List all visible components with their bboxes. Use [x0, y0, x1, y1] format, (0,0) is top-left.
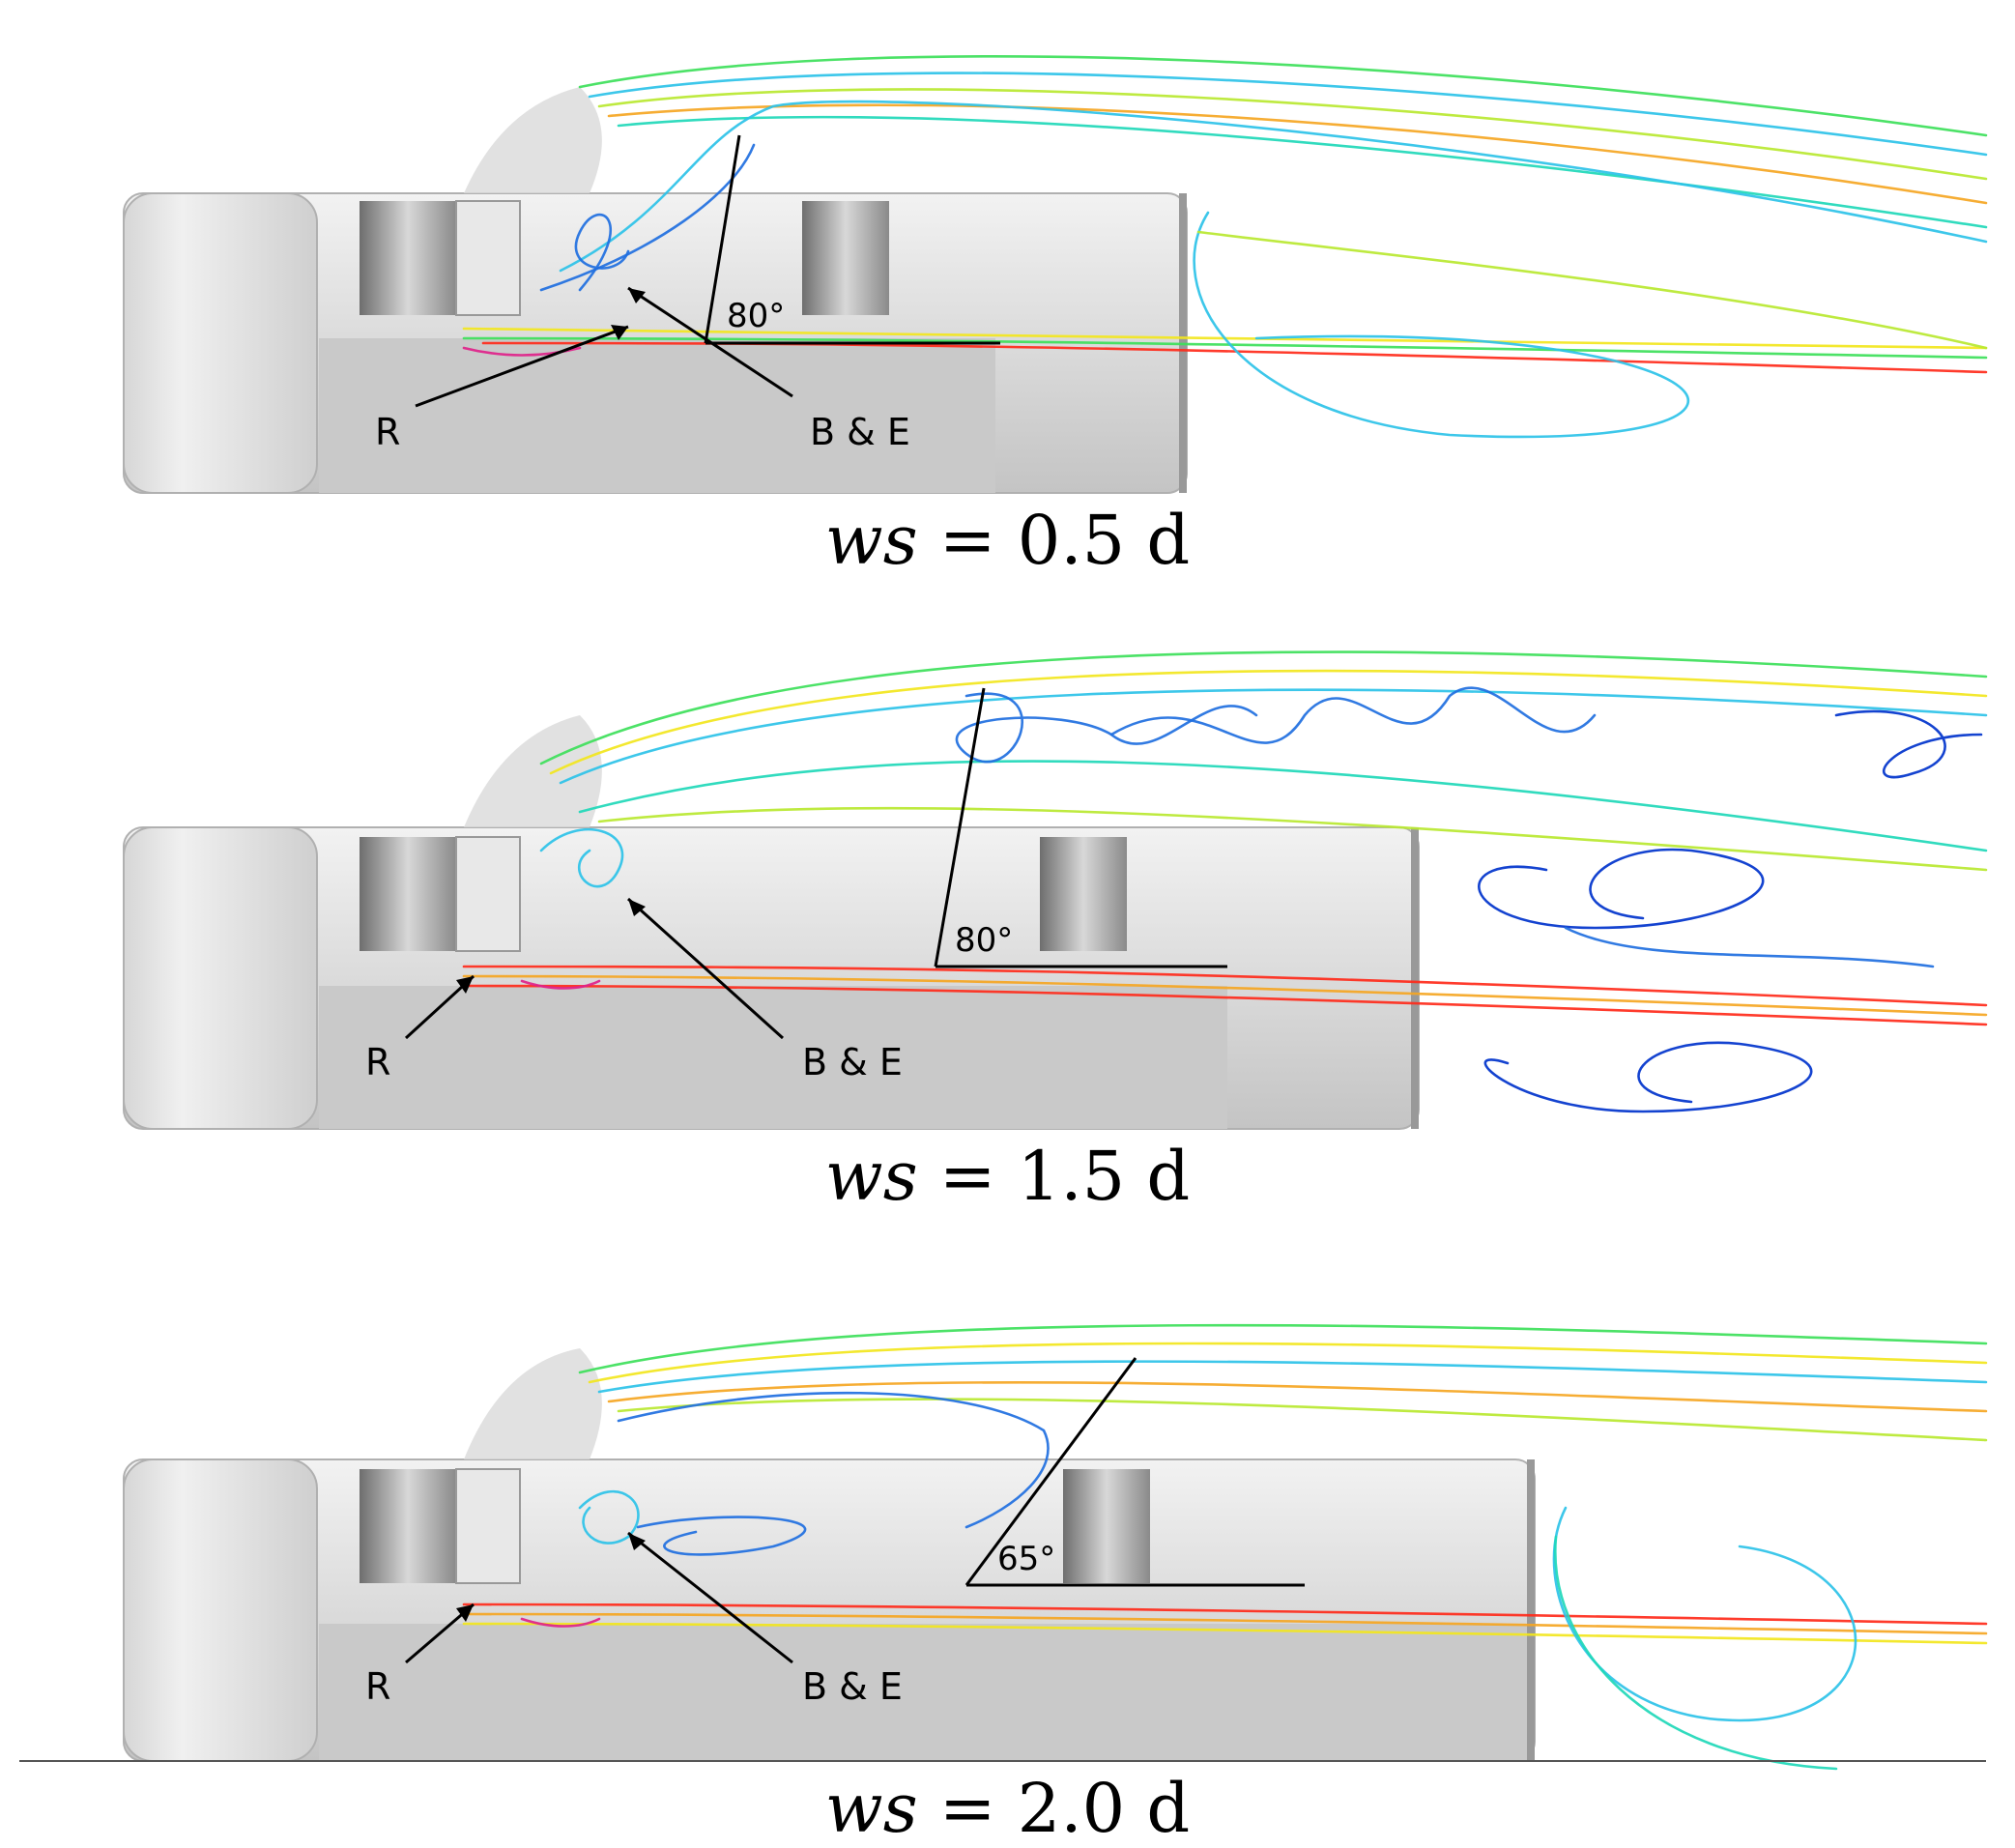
angle-label: 65° [997, 1540, 1055, 1578]
angle-marker: 80° [934, 687, 1227, 968]
label-r: R [365, 1665, 390, 1708]
streamlines [462, 1323, 1988, 1771]
caption-panel-2: ws = 1.5 d [0, 1137, 2015, 1216]
annotations: R B & E [365, 897, 903, 1083]
caption-var: ws [824, 501, 918, 580]
streamlines [462, 650, 1988, 1113]
label-b-and-e: B & E [802, 1041, 903, 1083]
caption-value: = 2.0 d [917, 1769, 1191, 1848]
angle-label: 80° [727, 297, 785, 335]
caption-var: ws [824, 1769, 918, 1848]
vehicle-body [123, 87, 1188, 494]
angle-marker: 65° [964, 1357, 1305, 1587]
panel-ws-2-0d: 65° R B & E [123, 1323, 1988, 1771]
caption-value: = 0.5 d [917, 501, 1191, 580]
label-r: R [365, 1041, 390, 1083]
streamlines [462, 55, 1988, 439]
caption-value: = 1.5 d [917, 1137, 1191, 1216]
caption-panel-1: ws = 0.5 d [0, 501, 2015, 580]
caption-panel-3: ws = 2.0 d [0, 1769, 2015, 1848]
label-r: R [375, 411, 400, 453]
panel-ws-1-5d: 80° R B & E [123, 650, 1988, 1130]
angle-label: 80° [955, 921, 1013, 960]
label-b-and-e: B & E [810, 411, 910, 453]
vehicle-body [123, 1348, 1536, 1762]
panel-ws-0-5d: 80° R B & E [123, 55, 1988, 494]
caption-var: ws [824, 1137, 918, 1216]
label-b-and-e: B & E [802, 1665, 903, 1708]
vehicle-body [123, 715, 1420, 1130]
angle-marker: 80° [704, 134, 1000, 345]
annotations: R B & E [375, 286, 910, 453]
annotations: R B & E [365, 1531, 903, 1708]
